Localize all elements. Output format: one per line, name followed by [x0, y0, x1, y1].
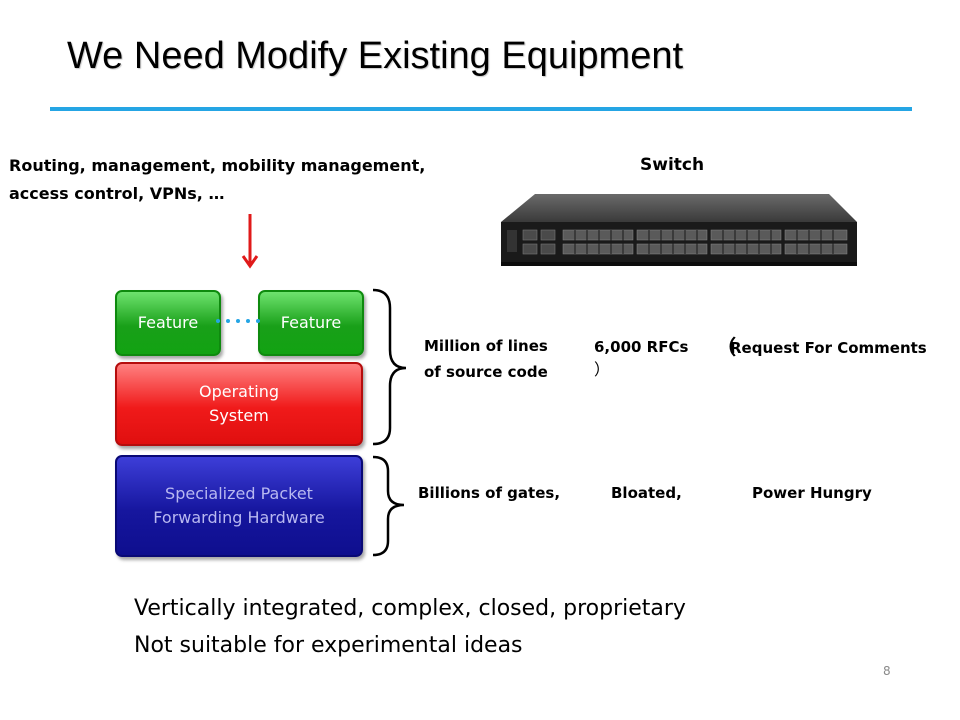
page-number: 8 [883, 664, 891, 678]
bloated-text: Bloated, [611, 484, 682, 502]
million-lines-text: Million of lines of source code [424, 337, 548, 381]
rfc-open-paren: （ [716, 335, 736, 359]
operating-system-label: Operating System [199, 382, 279, 425]
feature-box-right: Feature [258, 290, 364, 356]
billions-gates-text: Billions of gates, [418, 484, 561, 502]
down-arrow-icon [241, 214, 259, 269]
switch-label: Switch [640, 155, 705, 175]
forwarding-hardware-label: Specialized Packet Forwarding Hardware [153, 484, 325, 527]
rfc-expansion-text: Request For Comments [730, 339, 927, 357]
forwarding-hardware-box: Specialized Packet Forwarding Hardware [115, 455, 363, 557]
title-underline [50, 107, 912, 111]
rfcs-count-text: 6,000 RFCs [594, 338, 689, 356]
network-switch-image [501, 194, 857, 266]
ellipsis-dots-icon [216, 319, 260, 323]
right-brace-icon [372, 455, 405, 557]
slide-title: We Need Modify Existing Equipment [67, 35, 684, 77]
operating-system-box: Operating System [115, 362, 363, 446]
rfc-close-paren: ） [594, 360, 611, 379]
features-description: Routing, management, mobility management… [9, 156, 426, 203]
feature-box-left: Feature [115, 290, 221, 356]
summary-line-1: Vertically integrated, complex, closed, … [134, 596, 686, 621]
power-hungry-text: Power Hungry [752, 484, 872, 502]
summary-line-2: Not suitable for experimental ideas [134, 633, 523, 658]
right-brace-icon [372, 288, 407, 446]
